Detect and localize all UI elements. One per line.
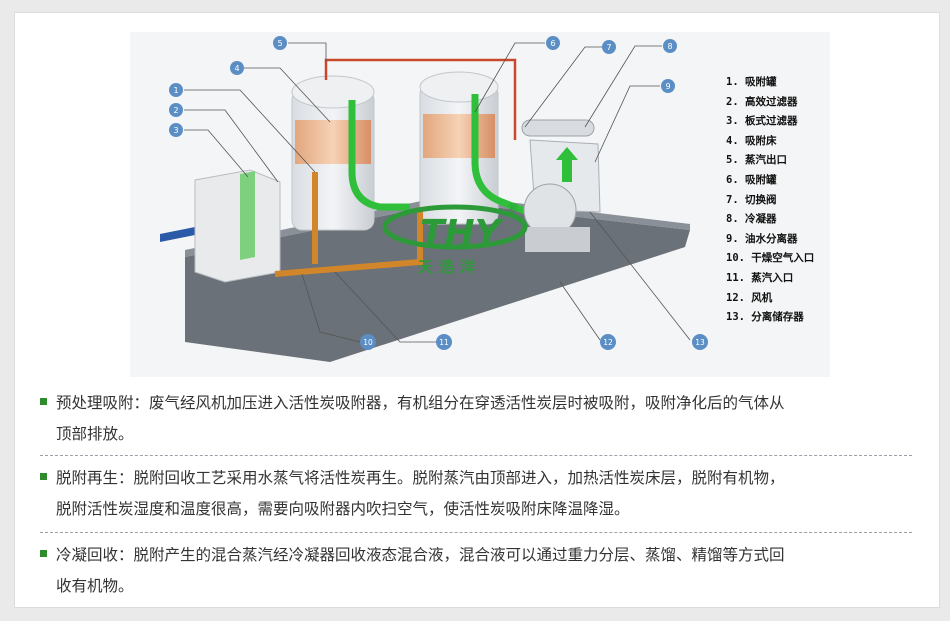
section-divider bbox=[40, 532, 912, 533]
callout-lines bbox=[184, 42, 691, 343]
legend-item: 2. 高效过滤器 bbox=[726, 95, 798, 108]
callout-8: 8 bbox=[663, 39, 677, 53]
exhaust-arrow bbox=[556, 147, 578, 182]
callout-12: 12 bbox=[600, 334, 616, 350]
svg-text:9: 9 bbox=[665, 82, 670, 91]
svg-text:12: 12 bbox=[603, 338, 613, 347]
legend-item: 10. 干燥空气入口 bbox=[726, 252, 815, 265]
section-divider bbox=[40, 455, 912, 456]
callout-11: 11 bbox=[436, 334, 452, 350]
callout-1: 1 bbox=[169, 83, 183, 97]
svg-text:2: 2 bbox=[173, 106, 178, 115]
tank-1-top bbox=[291, 75, 375, 109]
section-desorption: 脱附再生：脱附回收工艺采用水蒸气将活性炭再生。脱附蒸汽由顶部进入，加热活性炭床层… bbox=[40, 463, 910, 525]
section-pretreatment: 预处理吸附：废气经风机加压进入活性炭吸附器，有机组分在穿透活性炭层时被吸附，吸附… bbox=[40, 388, 910, 450]
callout-6: 6 bbox=[546, 36, 560, 50]
svg-text:5: 5 bbox=[277, 39, 282, 48]
svg-text:10: 10 bbox=[363, 338, 373, 347]
svg-text:13: 13 bbox=[695, 338, 705, 347]
component-legend: 1. 吸附罐 2. 高效过滤器 3. 板式过滤器 4. 吸附床 5. 蒸汽出口 … bbox=[726, 73, 814, 328]
logo-letters: THY bbox=[420, 213, 505, 254]
section-text-line: 脱附再生：脱附回收工艺采用水蒸气将活性炭再生。脱附蒸汽由顶部进入，加热活性炭床层… bbox=[56, 469, 785, 487]
green-pipe-2 bbox=[471, 94, 552, 221]
callout-10: 10 bbox=[360, 334, 376, 350]
green-pipe-1 bbox=[348, 100, 410, 211]
steam-outlet-pipe bbox=[324, 58, 517, 140]
callout-2: 2 bbox=[169, 103, 183, 117]
section-condensation: 冷凝回收：脱附产生的混合蒸汽经冷凝器回收液态混合液，混合液可以通过重力分层、蒸馏… bbox=[40, 540, 910, 602]
section-text-line: 收有机物。 bbox=[56, 577, 134, 595]
legend-item: 1. 吸附罐 bbox=[726, 76, 777, 88]
section-text-line: 脱附活性炭湿度和温度很高，需要向吸附器内吹扫空气，使活性炭吸附床降温降湿。 bbox=[56, 500, 630, 518]
section-text-line: 顶部排放。 bbox=[56, 425, 134, 443]
legend-item: 9. 油水分离器 bbox=[726, 232, 798, 245]
steam-inlet-pipe bbox=[274, 207, 423, 277]
diagram-svg: THY ® 天浩洋 1 2 3 4 5 6 7 bbox=[160, 36, 708, 362]
callout-markers: 1 2 3 4 5 6 7 8 9 10 11 12 13 bbox=[169, 36, 708, 350]
callout-9: 9 bbox=[661, 79, 675, 93]
company-logo: THY ® 天浩洋 bbox=[382, 201, 528, 276]
bullet-marker bbox=[40, 550, 47, 557]
adsorption-bed-2 bbox=[423, 114, 495, 158]
adsorption-bed-1 bbox=[295, 120, 371, 164]
legend-item: 12. 风机 bbox=[726, 291, 773, 304]
legend-item: 11. 蒸汽入口 bbox=[726, 271, 794, 284]
legend-item: 5. 蒸汽出口 bbox=[726, 154, 787, 167]
legend-item: 4. 吸附床 bbox=[726, 134, 777, 147]
filter-housing bbox=[194, 169, 281, 283]
logo-cn: 天浩洋 bbox=[418, 258, 481, 276]
process-diagram: THY ® 天浩洋 1 2 3 4 5 6 7 bbox=[130, 32, 830, 377]
svg-text:7: 7 bbox=[606, 43, 611, 52]
hepa-filter bbox=[240, 171, 255, 260]
bullet-marker bbox=[40, 473, 47, 480]
legend-item: 6. 吸附罐 bbox=[726, 173, 777, 186]
svg-text:4: 4 bbox=[234, 64, 239, 73]
tank-2-top bbox=[419, 71, 499, 103]
section-text-line: 冷凝回收：脱附产生的混合蒸汽经冷凝器回收液态混合液，混合液可以通过重力分层、蒸馏… bbox=[56, 546, 785, 564]
legend-item: 13. 分离储存器 bbox=[726, 311, 804, 324]
svg-text:3: 3 bbox=[173, 126, 178, 135]
svg-text:6: 6 bbox=[550, 39, 555, 48]
callout-3: 3 bbox=[169, 123, 183, 137]
legend-item: 3. 板式过滤器 bbox=[726, 115, 798, 128]
condenser bbox=[521, 119, 595, 137]
section-text-line: 预处理吸附：废气经风机加压进入活性炭吸附器，有机组分在穿透活性炭层时被吸附，吸附… bbox=[56, 394, 785, 412]
svg-text:8: 8 bbox=[667, 42, 672, 51]
callout-4: 4 bbox=[230, 61, 244, 75]
callout-7: 7 bbox=[602, 40, 616, 54]
legend-item: 8. 冷凝器 bbox=[726, 213, 777, 226]
legend-item: 7. 切换阀 bbox=[726, 193, 777, 206]
callout-5: 5 bbox=[273, 36, 287, 50]
callout-13: 13 bbox=[692, 334, 708, 350]
bullet-marker bbox=[40, 398, 47, 405]
fan-base bbox=[525, 227, 590, 252]
svg-text:1: 1 bbox=[173, 86, 178, 95]
svg-text:11: 11 bbox=[439, 338, 449, 347]
logo-reg: ® bbox=[507, 201, 519, 215]
